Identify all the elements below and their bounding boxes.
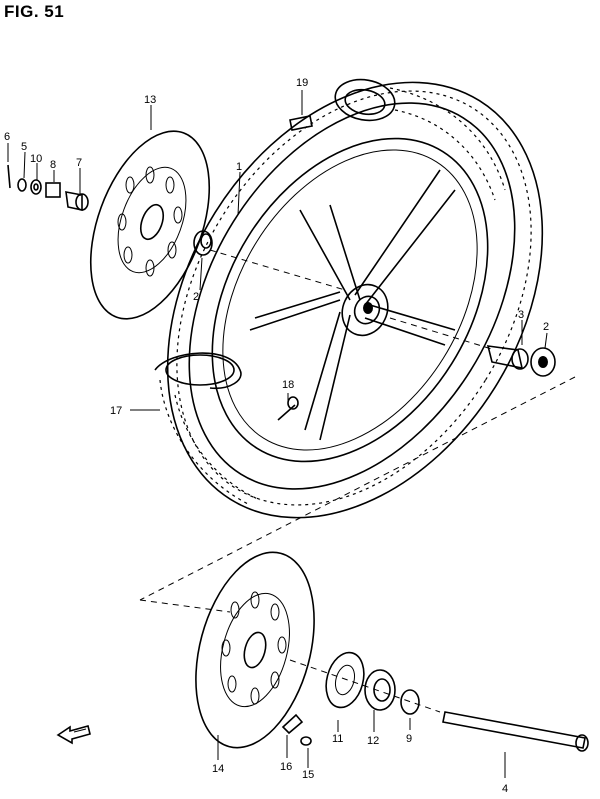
- part-label-13: 13: [144, 94, 156, 106]
- part-label-9: 9: [406, 733, 412, 745]
- part-label-15: 15: [302, 769, 314, 781]
- brake-disc-upper: [89, 130, 211, 320]
- part-label-8: 8: [50, 159, 56, 171]
- part-label-4: 4: [502, 783, 508, 795]
- rim: [211, 137, 489, 463]
- part-label-12: 12: [367, 735, 379, 747]
- part-label-6: 6: [4, 131, 10, 143]
- part-label-7: 7: [76, 157, 82, 169]
- part-label-2-right: 2: [543, 321, 549, 333]
- part-label-19: 19: [296, 77, 308, 89]
- part-label-16: 16: [280, 761, 292, 773]
- part-label-17: 17: [110, 405, 122, 417]
- part-label-5: 5: [21, 141, 27, 153]
- upper-left-hardware: [7, 164, 89, 211]
- figure-title: FIG. 51: [4, 2, 65, 21]
- part-labels: 1 2 2 3 4 5 6 7 8 9 10 11 12 13 14 15 16…: [4, 77, 549, 795]
- part-label-2-upper: 2: [193, 291, 199, 303]
- assembly-lines: [139, 249, 576, 713]
- brake-disc-lower: [195, 551, 315, 749]
- lower-hardware: [281, 651, 589, 752]
- right-hardware: [486, 345, 556, 377]
- part-label-3: 3: [518, 309, 524, 321]
- part-label-18: 18: [282, 379, 294, 391]
- bearing-upper: [193, 230, 213, 256]
- front-arrow-icon: [56, 725, 91, 745]
- tire: [154, 78, 544, 519]
- part-label-11: 11: [332, 733, 343, 745]
- part-label-14: 14: [212, 763, 224, 775]
- part-label-1: 1: [236, 161, 242, 173]
- part-label-10: 10: [30, 153, 42, 165]
- leader-lines: [7, 90, 548, 778]
- balance-weight: [289, 115, 313, 131]
